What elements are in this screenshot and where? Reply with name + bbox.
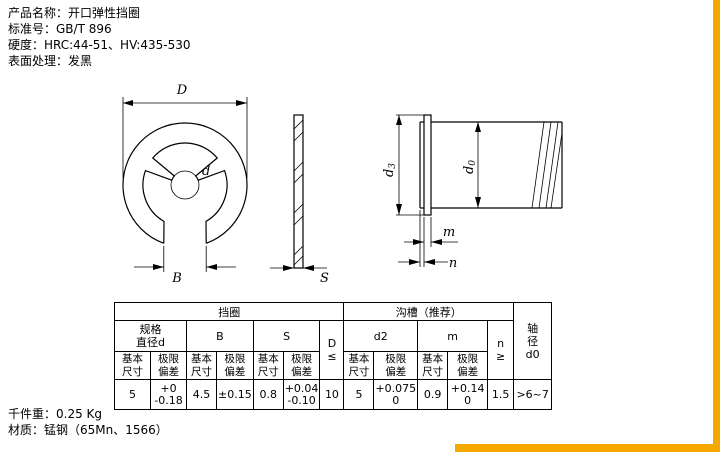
unit-weight-line: 千件重：0.25 Kg — [8, 407, 103, 421]
subheader-basic: 基本 尺寸 — [343, 351, 375, 380]
dim-D-label: D — [176, 83, 188, 98]
shaft-diameter-header: 轴 径 d0 — [513, 302, 553, 380]
cell-B-deviation: ±0.15 — [216, 379, 254, 410]
cell-d2-deviation: +0.075 0 — [373, 379, 419, 410]
surface-treatment-line: 表面处理：发黑 — [8, 54, 93, 68]
cell-d2-basic: 5 — [343, 379, 375, 410]
col-D-header: D ≤ — [319, 320, 345, 380]
hardness-line: 硬度：HRC:44-51、HV:435-530 — [8, 38, 191, 52]
dim-S-label: S — [320, 271, 329, 286]
dimension-table: 挡圈 沟槽（推荐） 轴 径 d0 规格 直径d B S D ≤ d2 m n ≥… — [113, 302, 553, 410]
dim-d0-label: d0 — [462, 160, 478, 174]
subheader-basic: 基本 尺寸 — [252, 351, 284, 380]
dim-d3-label: d3 — [382, 163, 398, 177]
cell-m-deviation: +0.14 0 — [447, 379, 489, 410]
material-line: 材质：锰钢（65Mn、1566） — [8, 423, 168, 437]
product-info-block: 产品名称：开口弹性挡圈 标准号：GB/T 896 硬度：HRC:44-51、HV… — [8, 5, 191, 69]
product-name-line: 产品名称：开口弹性挡圈 — [8, 6, 141, 20]
material-info-block: 千件重：0.25 Kg 材质：锰钢（65Mn、1566） — [8, 406, 168, 438]
cell-S-basic: 0.8 — [252, 379, 284, 410]
dim-d-label: d — [202, 164, 210, 179]
standard-number-line: 标准号：GB/T 896 — [8, 22, 112, 36]
subheader-deviation: 极限 偏差 — [150, 351, 187, 380]
subheader-deviation: 极限 偏差 — [216, 351, 254, 380]
shaft-groove-view: d3 d0 m n — [382, 114, 563, 271]
cell-B-basic: 4.5 — [186, 379, 217, 410]
page-frame-right-border — [713, 0, 720, 452]
subheader-basic: 基本 尺寸 — [417, 351, 449, 380]
spec-diameter-header: 规格 直径d — [114, 320, 187, 352]
cell-D-max: 10 — [319, 379, 345, 410]
col-S-header: S — [252, 320, 321, 352]
technical-drawing: d D B S — [122, 83, 563, 286]
col-m-header: m — [417, 320, 489, 352]
cell-m-basic: 0.9 — [417, 379, 449, 410]
subheader-basic: 基本 尺寸 — [114, 351, 151, 380]
cell-n-min: 1.5 — [487, 379, 515, 410]
dim-n-label: n — [449, 256, 457, 271]
col-B-header: B — [186, 320, 254, 352]
cell-S-deviation: +0.04 -0.10 — [282, 379, 321, 410]
col-n-header: n ≥ — [487, 320, 515, 380]
groove-group-header: 沟槽（推荐） — [343, 302, 515, 321]
cell-shaft-range: >6~7 — [513, 379, 553, 410]
subheader-basic: 基本 尺寸 — [186, 351, 217, 380]
page-frame-bottom-border — [455, 444, 720, 452]
subheader-deviation: 极限 偏差 — [447, 351, 489, 380]
subheader-deviation: 极限 偏差 — [373, 351, 419, 380]
eclip-side-view: S — [270, 114, 329, 286]
subheader-deviation: 极限 偏差 — [282, 351, 321, 380]
cell-spec-basic: 5 — [114, 379, 151, 410]
ring-group-header: 挡圈 — [113, 302, 345, 321]
dim-m-label: m — [443, 225, 455, 240]
dim-B-label: B — [171, 271, 182, 286]
cell-spec-deviation: +0 -0.18 — [150, 379, 187, 410]
col-d2-header: d2 — [343, 320, 419, 352]
eclip-front-view: d D B — [122, 83, 248, 286]
